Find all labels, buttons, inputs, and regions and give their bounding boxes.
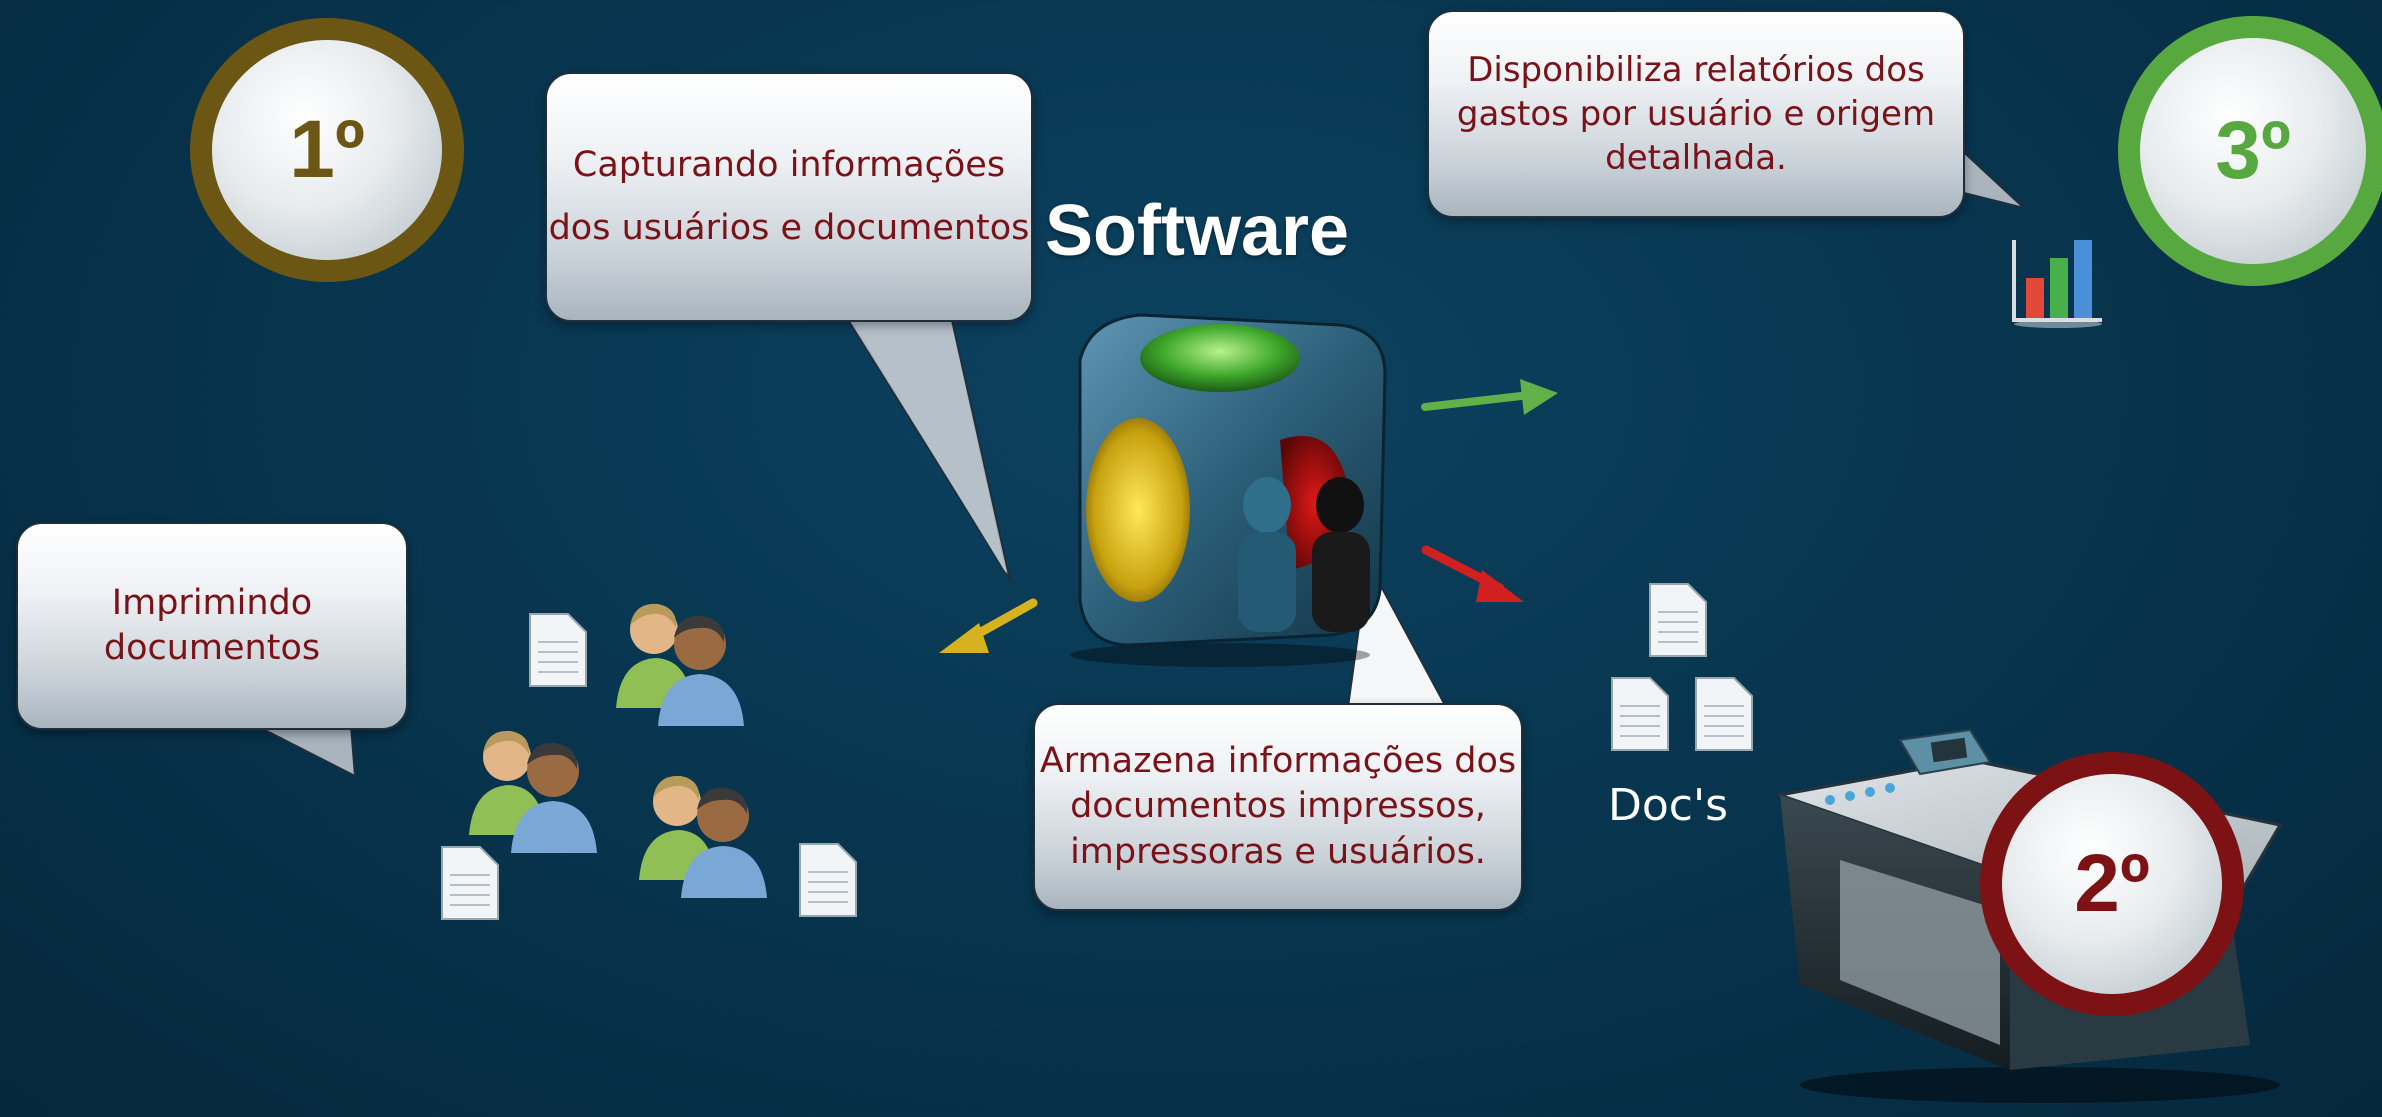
software-cube-icon <box>1070 313 1387 667</box>
users-icon <box>469 730 597 853</box>
step-3-label: 3º <box>2215 105 2291 196</box>
reports-line-3: detalhada. <box>1605 138 1787 179</box>
document-icon <box>441 846 499 920</box>
step-2-label: 2º <box>2074 838 2150 929</box>
arrow-to-reports <box>1421 379 1558 415</box>
reports-line-1: Disponibiliza relatórios dos <box>1467 49 1925 90</box>
storage-line-3: impressoras e usuários. <box>1070 831 1486 872</box>
document-icon <box>799 843 857 917</box>
storage-line-2: documentos impressos, <box>1070 786 1486 827</box>
printing-line-1: Imprimindo <box>111 582 313 623</box>
step-3-badge: 3º <box>2118 16 2382 286</box>
people-figures-icon <box>1238 477 1370 632</box>
arrow-to-users <box>939 598 1038 653</box>
capture-line-2: dos usuários e documentos <box>548 208 1030 248</box>
users-icon <box>639 775 767 898</box>
document-icon <box>1649 583 1707 657</box>
printing-bubble-tail <box>256 725 357 778</box>
document-icon <box>529 613 587 687</box>
reports-bubble: Disponibiliza relatórios dos gastos por … <box>1427 10 1965 218</box>
step-1-badge: 1º <box>190 18 464 282</box>
capture-line-1: Capturando informações <box>572 144 1006 185</box>
users-icon <box>616 603 744 726</box>
document-icon <box>1695 677 1753 751</box>
printing-bubble: Imprimindo documentos <box>16 522 408 730</box>
capture-bubble-tail <box>846 318 1011 581</box>
bar-chart-icon <box>2012 240 2102 328</box>
docs-label: Doc's <box>1608 780 1729 831</box>
arrow-to-printer <box>1421 545 1524 602</box>
storage-line-1: Armazena informações dos <box>1039 740 1517 781</box>
software-title: Software <box>1045 191 1350 271</box>
document-icon <box>1611 677 1669 751</box>
capture-bubble: Capturando informações dos usuários e do… <box>545 72 1033 322</box>
reports-line-2: gastos por usuário e origem <box>1456 93 1936 134</box>
step-2-badge: 2º <box>1980 752 2244 1016</box>
printing-line-2: documentos <box>103 628 321 668</box>
step-1-label: 1º <box>289 104 365 195</box>
storage-bubble: Armazena informações dos documentos impr… <box>1033 703 1523 911</box>
